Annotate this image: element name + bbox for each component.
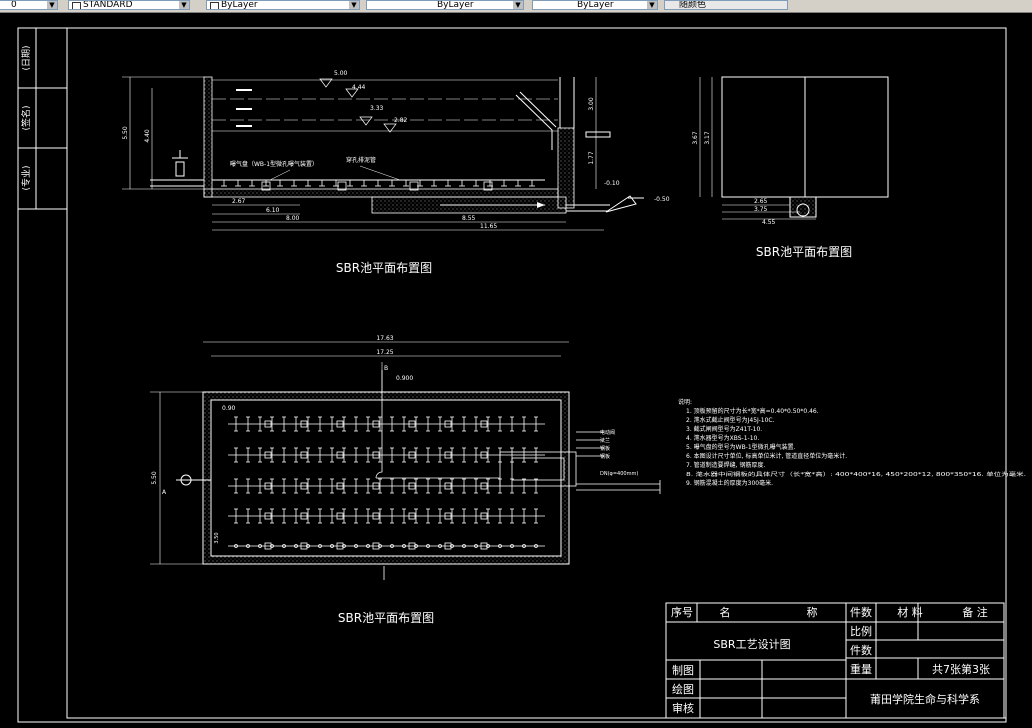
note-line: 7. 管道制造要焊缝, 钢筋厚度. (686, 461, 765, 469)
text-style-value: STANDARD (83, 0, 133, 10)
dim-855: 8.55 (462, 215, 476, 222)
note-line: 2. 滗水式截止阀型号为J45J-10C. (686, 416, 775, 424)
plan-dim-0900: 0.900 (396, 375, 413, 382)
plan-dim-outer: 17.63 (376, 335, 393, 342)
callout-4: 钢板 (600, 453, 610, 460)
note-line: 3. 截式闸阀型号为Z41T-10. (686, 425, 762, 433)
section-view[interactable]: 5.00 4.44 3.33 2.82 (122, 70, 670, 231)
callout-1: 电动阀 (600, 429, 615, 436)
right-wall (557, 127, 575, 209)
tb-design-title: SBR工艺设计图 (713, 638, 790, 651)
properties-toolbar: 0 ▼ STANDARD ▼ ByLayer ▼ ByLayer ▼ ByLay… (0, 0, 1032, 13)
section-title: SBR池平面布置图 (336, 261, 432, 275)
tb-drawn-label: 制图 (672, 664, 694, 677)
note-line: 1. 顶板预留的尺寸为长*宽*高=0.40*0.50*0.46. (686, 407, 819, 415)
tb-col-count: 件数 (850, 606, 872, 619)
dim-right-h2: 1.77 (588, 151, 595, 165)
lineweight-combo[interactable]: ByLayer ▼ (532, 0, 658, 10)
side-dim-h2: 3.17 (704, 131, 711, 145)
plan-dim-090: 0.90 (222, 405, 236, 412)
tb-weight-label: 重量 (850, 662, 872, 676)
elev-neg010: -0.10 (604, 180, 620, 187)
color-swatch-icon (210, 2, 219, 9)
plotstyle-combo[interactable]: 随颜色 (664, 0, 788, 10)
linetype-value: ByLayer (437, 0, 474, 10)
note-line: 9. 钢筋混凝土的厚度为300毫米. (686, 479, 773, 487)
sheet-border (17, 27, 1007, 723)
pipe-note: 穿孔排泥管 (346, 156, 376, 164)
chevron-down-icon[interactable]: ▼ (513, 1, 523, 9)
layer-combo[interactable]: 0 ▼ (0, 0, 58, 10)
dim-267: 2.67 (232, 198, 246, 205)
tb-count-label: 件数 (850, 644, 872, 657)
note-line: 4. 滗水器型号为XBS-1-10. (686, 434, 759, 442)
tb-col-material: 材 料 (897, 605, 923, 619)
tb-review-label: 审核 (672, 701, 694, 715)
chevron-down-icon[interactable]: ▼ (349, 1, 359, 9)
plan-aerator-grid (228, 416, 545, 550)
color-value: ByLayer (221, 0, 258, 10)
plotstyle-value: 随颜色 (679, 0, 707, 10)
side-dim-w3: 4.55 (762, 219, 776, 226)
tb-school: 莆田学院生命与科学系 (870, 692, 980, 706)
note-line: 6. 本图设计尺寸单位, 标高单位米计, 管道直径单位为毫米计. (686, 452, 847, 460)
notes-block: 说明: 1. 顶板预留的尺寸为长*宽*高=0.40*0.50*0.46. 2. … (678, 398, 1027, 487)
side-dim-w1: 2.65 (754, 198, 768, 205)
tb-sheet-info: 共7张第3张 (932, 662, 990, 676)
plan-pipe: DN(φ=400mm) (600, 471, 638, 477)
note-line: 8. 滗水器中间钢板的具体尺寸（长*宽*高）: 400*400*16, 450*… (686, 470, 1027, 478)
elev-neg050: -0.50 (654, 196, 670, 203)
left-wall (203, 76, 213, 198)
side-dim-w2: 3.75 (754, 206, 768, 213)
plan-dim-h: 5.50 (151, 471, 158, 485)
chevron-down-icon[interactable]: ▼ (47, 1, 57, 9)
plan-title: SBR池平面布置图 (338, 611, 434, 625)
chevron-down-icon[interactable]: ▼ (647, 1, 657, 9)
callout-3: 钢板 (600, 445, 610, 452)
level-444: 4.44 (352, 84, 366, 91)
side-dim-h1: 3.67 (692, 131, 699, 145)
tb-col-name2: 称 (807, 605, 818, 619)
bottom-slab (203, 188, 559, 198)
chevron-down-icon[interactable]: ▼ (179, 1, 189, 9)
note-line: 5. 曝气盘的型号为WB-1型微孔曝气装置. (686, 443, 796, 451)
dim-h-inner: 4.40 (144, 129, 151, 143)
color-combo[interactable]: ByLayer ▼ (206, 0, 360, 10)
dim-right-h1: 3.00 (588, 97, 595, 111)
title-block (665, 602, 1005, 719)
aerator-row (221, 180, 535, 191)
dim-610: 6.10 (266, 207, 280, 214)
text-style-combo[interactable]: STANDARD ▼ (68, 0, 190, 10)
drawing-canvas[interactable]: (日期) (签名) (专业) 5.00 (0, 12, 1032, 728)
side-title: SBR池平面布置图 (756, 245, 852, 259)
aerator-note: 曝气盘（WB-1型微孔曝气装置） (230, 160, 318, 168)
text-style-icon (72, 2, 81, 9)
tb-col-seq: 序号 (671, 605, 693, 619)
plan-dim-right: 3.50 (214, 532, 220, 543)
margin-date-label: (日期) (21, 45, 32, 70)
level-500: 5.00 (334, 70, 348, 77)
margin-major-label: (专业) (20, 165, 32, 190)
section-mark-a: A (162, 489, 167, 496)
section-mark-b: B (384, 365, 388, 372)
dim-800: 8.00 (286, 215, 300, 222)
level-282: 2.82 (394, 117, 408, 124)
tb-col-name1: 名 (720, 605, 731, 619)
linetype-combo[interactable]: ByLayer ▼ (366, 0, 524, 10)
lineweight-value: ByLayer (577, 0, 614, 10)
tb-scale-label: 比例 (850, 624, 872, 638)
plan-dim-inner: 17.25 (376, 349, 393, 356)
callout-2: 法兰 (600, 437, 610, 444)
dim-h-total: 5.50 (122, 126, 129, 140)
layer-value: 0 (11, 0, 17, 10)
margin-sign-label: (签名) (20, 105, 32, 130)
tb-plotted-label: 绘图 (672, 682, 694, 696)
tb-col-remark: 备 注 (962, 605, 988, 619)
side-view[interactable] (699, 76, 889, 220)
level-333: 3.33 (370, 105, 384, 112)
dim-1165: 11.65 (480, 223, 497, 230)
notes-heading: 说明: (678, 398, 692, 406)
margin-table (17, 27, 68, 210)
plan-view[interactable]: 17.63 17.25 5.50 0.90 0.900 3.50 DN(φ=40… (150, 335, 661, 580)
